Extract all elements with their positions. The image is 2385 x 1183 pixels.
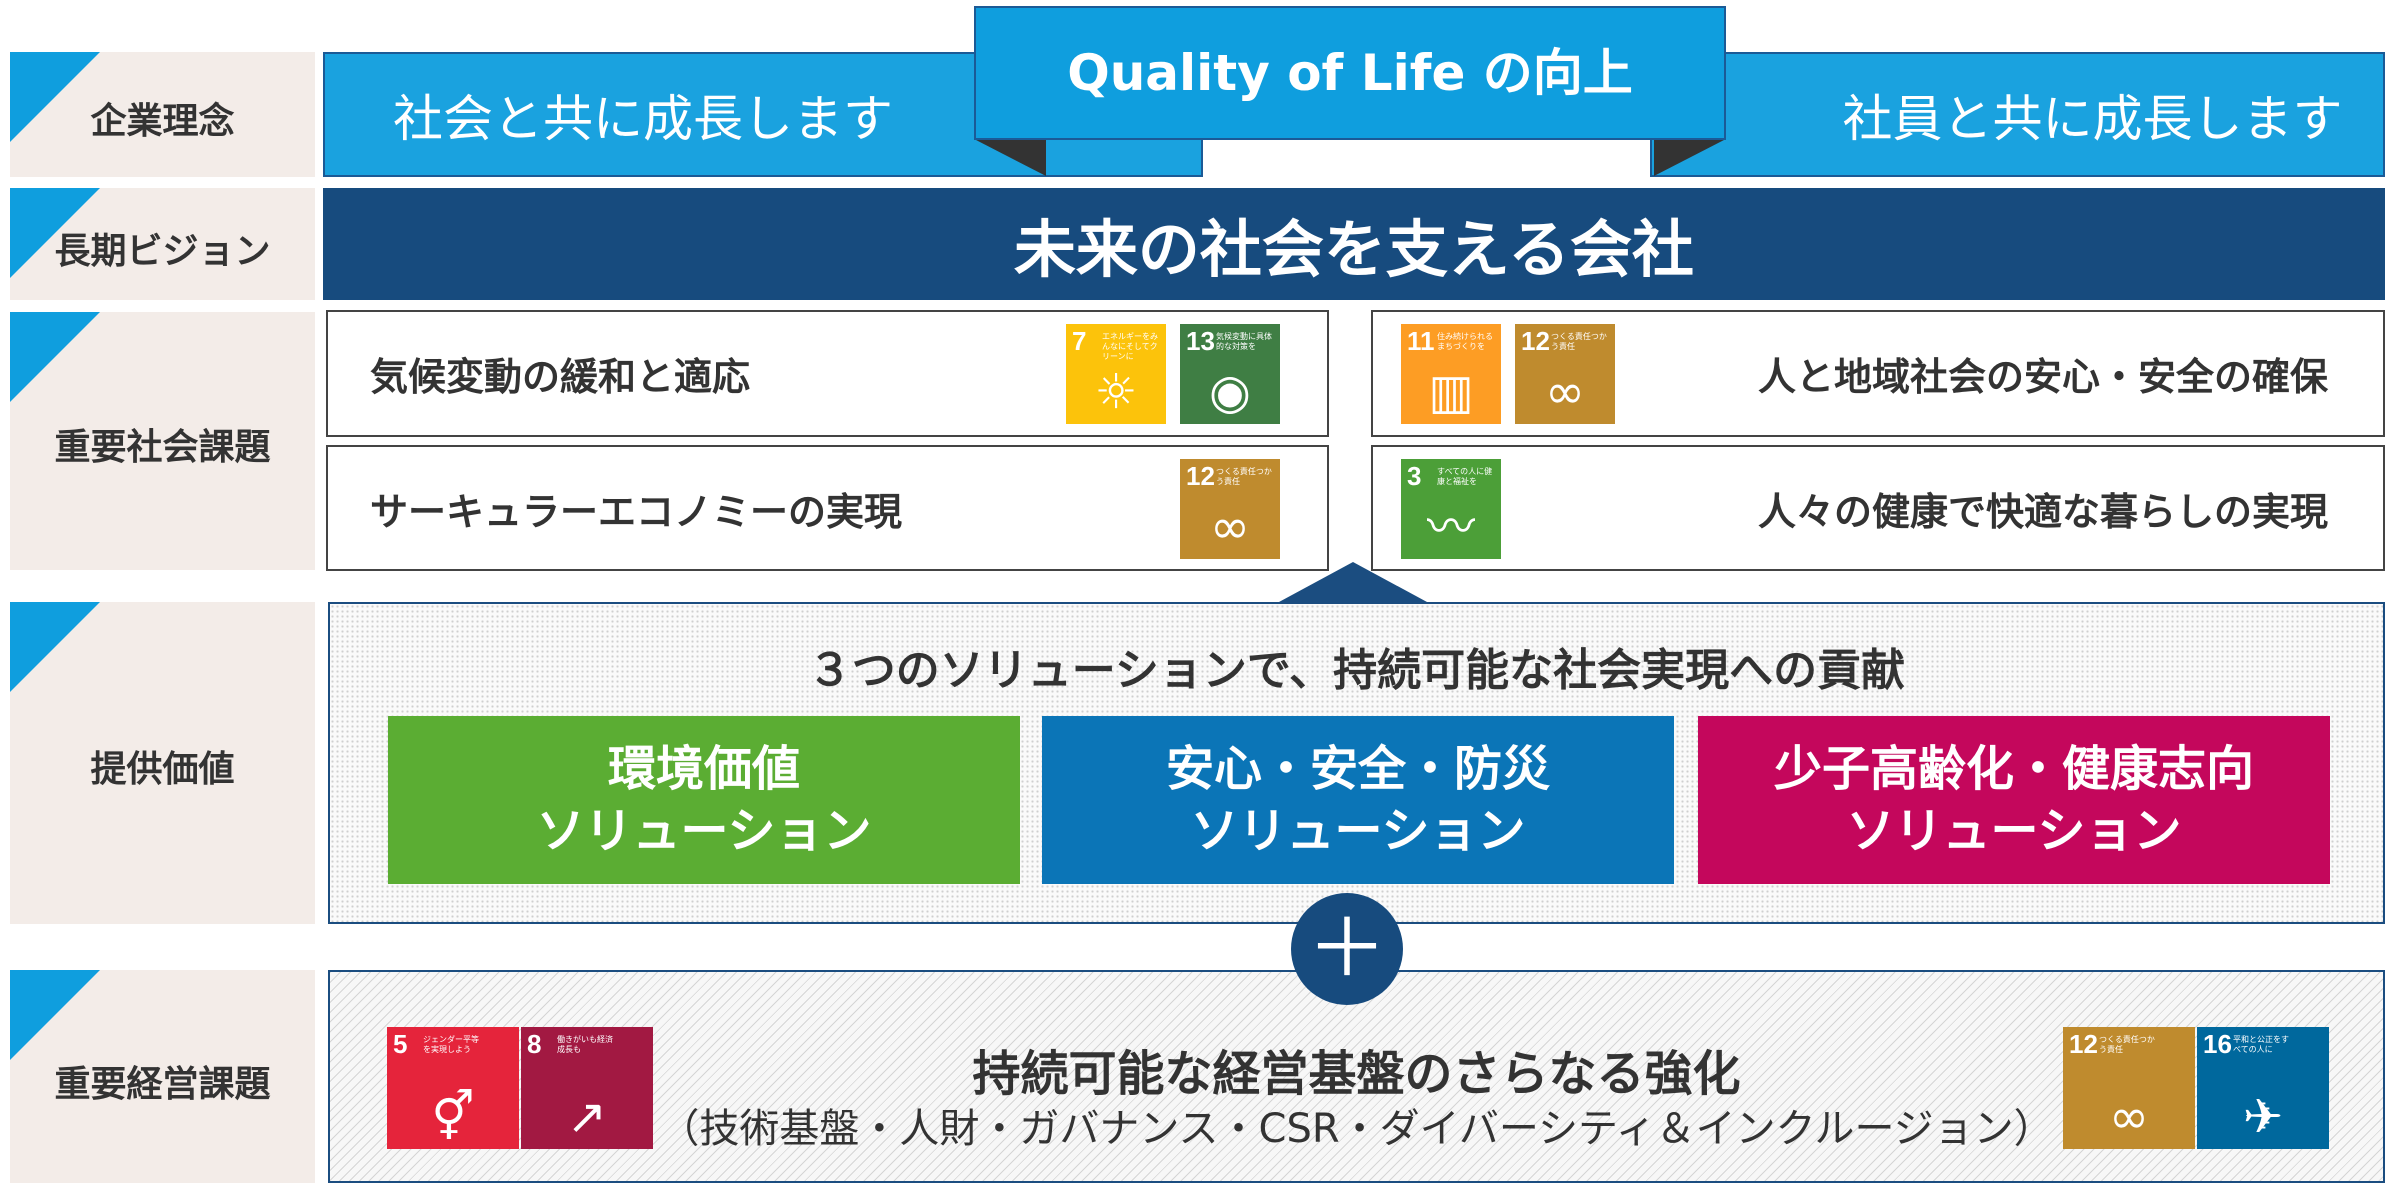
row-label-issues: 重要社会課題 (10, 312, 315, 570)
solution-safety: 安心・安全・防災 ソリューション (1042, 716, 1674, 884)
plus-symbol: ＋ (1307, 902, 1387, 995)
row-label-text: 企業理念 (90, 101, 235, 142)
value-panel: ３つのソリューションで、持続可能な社会実現への貢献 環境価値 ソリューション 安… (328, 602, 2385, 924)
solution-title: 安心・安全・防災 (1165, 741, 1550, 797)
vision-bar: 未来の社会を支える会社 (323, 188, 2385, 300)
ribbon-fold-left (976, 140, 1046, 176)
solution-health: 少子高齢化・健康志向 ソリューション (1698, 716, 2330, 884)
row-label-value: 提供価値 (10, 602, 315, 924)
management-subtitle: （技術基盤・人財・ガバナンス・CSR・ダイバーシティ＆インクルージョン） (659, 1106, 2054, 1152)
issue-text: 人と地域社会の安心・安全の確保 (1757, 355, 2328, 399)
issue-text: 人々の健康で快適な暮らしの実現 (1757, 489, 2328, 534)
plus-circle-icon: ＋ (1291, 893, 1403, 1005)
philosophy-center-text: Quality of Life の向上 (1067, 44, 1633, 102)
philosophy-left-text: 社会と共に成長します (393, 89, 893, 148)
row-label-philosophy: 企業理念 (10, 52, 315, 177)
solution-subtitle: ソリューション (1846, 803, 2182, 859)
connector-arrow (1279, 562, 1427, 602)
row-label-text: 長期ビジョン (54, 231, 271, 272)
philosophy-center-ribbon: Quality of Life の向上 (974, 6, 1726, 140)
solution-title: 環境価値 (607, 741, 800, 797)
philosophy-right-text: 社員と共に成長します (1842, 89, 2343, 148)
management-title: 持続可能な経営基盤のさらなる強化 (972, 1046, 1741, 1102)
solution-subtitle: ソリューション (536, 803, 872, 859)
issue-text: 気候変動の緩和と適応 (370, 355, 751, 399)
row-label-text: 提供価値 (90, 749, 235, 790)
row-label-vision: 長期ビジョン (10, 188, 315, 300)
row-label-text: 重要経営課題 (54, 1064, 271, 1105)
solution-title: 少子高齢化・健康志向 (1773, 741, 2254, 797)
row-label-management: 重要経営課題 (10, 970, 315, 1183)
solution-environment: 環境価値 ソリューション (388, 716, 1020, 884)
philosophy-right-bar: 社員と共に成長します (1650, 52, 2385, 177)
value-heading: ３つのソリューションで、持続可能な社会実現への貢献 (807, 645, 1906, 696)
ribbon-fold-right (1654, 140, 1724, 176)
row-label-text: 重要社会課題 (54, 427, 271, 468)
vision-text: 未来の社会を支える会社 (1013, 213, 1695, 286)
solution-subtitle: ソリューション (1190, 803, 1526, 859)
issue-text: サーキュラーエコノミーの実現 (370, 489, 903, 534)
